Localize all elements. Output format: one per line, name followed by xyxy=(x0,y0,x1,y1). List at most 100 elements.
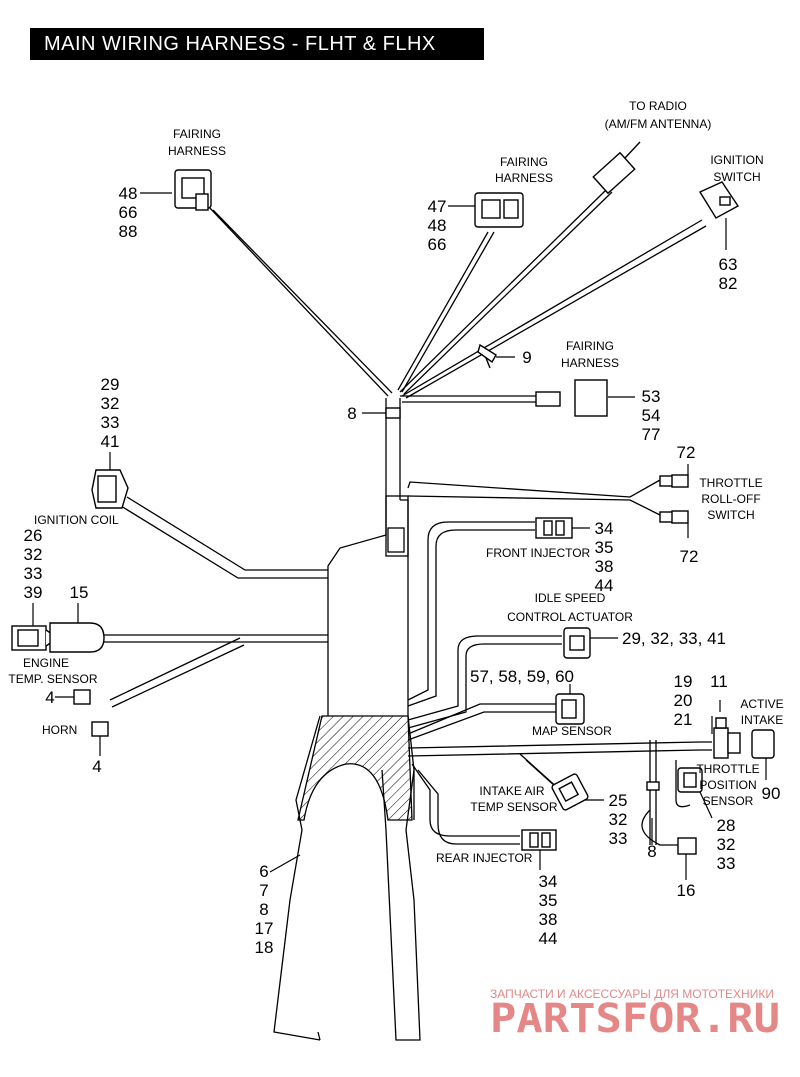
callout-clip: 9 xyxy=(522,348,531,367)
throttle-position-sensor-icon xyxy=(677,767,703,793)
callout-rear-injector-c: 38 xyxy=(539,910,558,929)
callout-intake-air-c: 33 xyxy=(609,829,628,848)
callout-fairing3-b: 54 xyxy=(642,406,661,425)
callout-bundle-a: 6 xyxy=(259,862,268,881)
callout-fairing3-a: 53 xyxy=(642,387,661,406)
callout-engine-temp-d: 39 xyxy=(24,583,43,602)
fairing-connector-2-icon xyxy=(474,192,524,228)
callout-tps-single: 11 xyxy=(710,672,728,691)
callout-front-injector-c: 38 xyxy=(595,557,614,576)
callout-front-injector-d: 44 xyxy=(595,576,614,595)
callout-tps-a: 19 xyxy=(674,672,693,691)
callout-fairing2-a: 47 xyxy=(428,197,447,216)
callout-engine-temp-b: 32 xyxy=(24,545,43,564)
fairing-harness-1-line2: HARNESS xyxy=(168,144,226,158)
callout-intake-air-b: 32 xyxy=(609,810,628,829)
fairing-harness-2-line2: HARNESS xyxy=(495,171,553,185)
callout-intake-air-a: 25 xyxy=(609,791,628,810)
callout-idle-speed: 29, 32, 33, 41 xyxy=(622,629,726,648)
ignition-switch-line2: SWITCH xyxy=(713,170,760,184)
callout-ignition-a: 63 xyxy=(719,255,738,274)
cable-clip-icon xyxy=(477,343,497,369)
to-radio-line2: (AM/FM ANTENNA) xyxy=(605,117,712,131)
callout-rear-injector-a: 34 xyxy=(539,872,558,891)
callout-fairing1-c: 88 xyxy=(119,222,138,241)
active-intake-line2: INTAKE xyxy=(741,713,783,727)
connectors xyxy=(11,141,775,855)
engine-temp-line2: TEMP. SENSOR xyxy=(8,672,97,686)
lower-clip-icon xyxy=(677,837,697,855)
callout-throttle-top: 72 xyxy=(677,443,696,462)
callout-front-injector-a: 34 xyxy=(595,519,614,538)
callout-fairing2-b: 48 xyxy=(428,216,447,235)
watermark-tagline: ЗАПЧАСТИ И АКСЕССУАРЫ ДЛЯ МОТОТЕХНИКИ xyxy=(490,987,774,1001)
throttle-position-line1: THROTTLE xyxy=(696,762,759,776)
fairing-harness-3-line2: HARNESS xyxy=(561,356,619,370)
radio-antenna-connector-icon xyxy=(592,141,641,195)
throttle-connector-bottom-icon xyxy=(659,510,689,524)
callout-tps-c: 21 xyxy=(674,710,693,729)
fairing-harness-3-line1: FAIRING xyxy=(566,339,614,353)
callout-fairing3-c: 77 xyxy=(642,425,661,444)
callout-tps-lower-b: 32 xyxy=(717,835,736,854)
ignition-coil-label: IGNITION COIL xyxy=(34,513,119,527)
callout-fairing1-a: 48 xyxy=(119,184,138,203)
leader-lines xyxy=(32,192,767,880)
map-sensor-label: MAP SENSOR xyxy=(532,724,612,738)
callout-tps-b: 20 xyxy=(674,691,693,710)
callout-tps-lower-a: 28 xyxy=(717,816,736,835)
rear-injector-connector-icon xyxy=(521,829,557,851)
callout-engine-temp-a: 26 xyxy=(24,526,43,545)
ignition-coil-connector-icon xyxy=(91,469,129,509)
watermark: ЗАПЧАСТИ И АКСЕССУАРЫ ДЛЯ МОТОТЕХНИКИ PA… xyxy=(490,987,780,1042)
engine-temp-line1: ENGINE xyxy=(23,656,69,670)
callout-active-intake: 90 xyxy=(762,784,781,803)
active-intake-connector-icon xyxy=(751,729,775,759)
protective-sleeve xyxy=(297,715,413,821)
horn-connector-upper-icon xyxy=(73,689,91,705)
callout-horn-upper: 4 xyxy=(45,688,54,707)
callout-horn-lower: 4 xyxy=(92,757,101,776)
front-injector-label: FRONT INJECTOR xyxy=(486,546,591,560)
callout-throttle-bottom: 72 xyxy=(680,547,699,566)
callout-tube: 15 xyxy=(70,583,89,602)
wire-lines xyxy=(100,189,712,1041)
throttle-position-line3: SENSOR xyxy=(703,794,754,808)
strap-icon xyxy=(385,407,401,419)
callout-coil-b: 32 xyxy=(101,394,120,413)
intake-air-line1: INTAKE AIR xyxy=(479,784,544,798)
engine-temp-sensor-icon xyxy=(11,625,53,651)
lower-strap-icon xyxy=(646,781,660,791)
callout-lower-strap: 8 xyxy=(647,842,656,861)
rear-injector-label: REAR INJECTOR xyxy=(436,851,533,865)
watermark-logo: PARTSFOR.RU xyxy=(490,996,780,1042)
active-intake-line1: ACTIVE xyxy=(740,697,783,711)
callout-numbers: 48 66 88 47 48 66 63 82 9 53 54 77 8 29 … xyxy=(24,184,781,957)
callout-coil-d: 41 xyxy=(101,432,120,451)
page-title: MAIN WIRING HARNESS - FLHT & FLHX xyxy=(30,28,484,60)
throttle-position-line2: POSITION xyxy=(699,778,756,792)
callout-bundle-e: 18 xyxy=(255,938,274,957)
ignition-switch-line1: IGNITION xyxy=(710,153,763,167)
fairing-harness-2-line1: FAIRING xyxy=(500,155,548,169)
intake-air-line2: TEMP SENSOR xyxy=(470,800,557,814)
throttle-rolloff-line1: THROTTLE xyxy=(699,476,762,490)
idle-speed-connector-icon xyxy=(563,627,591,659)
callout-bundle-d: 17 xyxy=(255,919,274,938)
callout-engine-temp-c: 33 xyxy=(24,564,43,583)
callout-bundle-c: 8 xyxy=(259,900,268,919)
fairing-harness-1-line1: FAIRING xyxy=(173,127,221,141)
throttle-connector-top-icon xyxy=(659,474,689,488)
callout-tps-lower-c: 33 xyxy=(717,854,736,873)
callout-fairing1-b: 66 xyxy=(119,203,138,222)
callout-coil-a: 29 xyxy=(101,375,120,394)
front-injector-connector-icon xyxy=(535,517,573,539)
fairing-connector-3-icon xyxy=(535,379,608,417)
horn-label: HORN xyxy=(42,723,77,737)
idle-speed-line2: CONTROL ACTUATOR xyxy=(507,610,633,624)
tubing-sleeve-icon xyxy=(49,622,105,653)
fairing-connector-1-icon xyxy=(174,169,212,211)
callout-fairing2-c: 66 xyxy=(428,235,447,254)
